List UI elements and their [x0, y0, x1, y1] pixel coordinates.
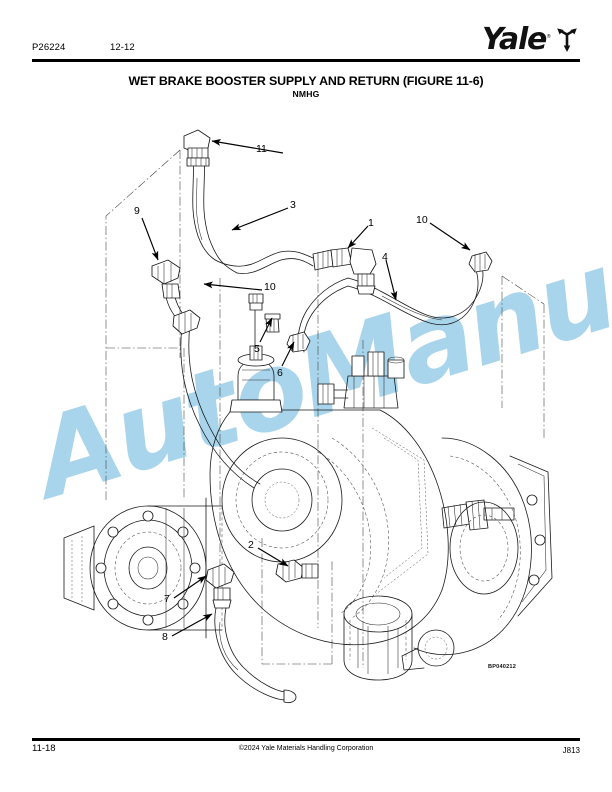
yale-trident-icon [557, 28, 577, 52]
registered-mark-icon: ® [546, 34, 551, 40]
callout-2: 2 [248, 539, 254, 551]
header-divider [32, 59, 580, 62]
callout-9: 9 [134, 205, 140, 217]
yale-logo: Yale® [481, 22, 580, 57]
callout-6: 6 [277, 367, 283, 379]
callout-5: 5 [254, 343, 260, 355]
footer-code: J813 [562, 746, 580, 755]
callout-7: 7 [164, 593, 170, 605]
footer-divider [32, 738, 580, 741]
technical-illustration: .ln{fill:none;stroke:#1a1a1a;stroke-widt… [63, 129, 553, 704]
page-header: P26224 12-12 Yale® [32, 25, 580, 62]
callout-10-left: 10 [264, 281, 276, 293]
document-number: P26224 [32, 42, 66, 53]
brand-wordmark: Yale® [481, 22, 551, 57]
parts-diagram: AutoManual .ln{fill:none;stroke:#1a1a1a;… [13, 108, 612, 720]
document-revision: 12-12 [110, 42, 135, 53]
callout-10-right: 10 [416, 214, 428, 226]
copyright-notice: ©2024 Yale Materials Handling Corporatio… [238, 745, 374, 752]
callout-1: 1 [368, 217, 374, 229]
page-subtitle: NMHG [292, 89, 320, 99]
figure-code: BP040212 [488, 664, 517, 670]
callout-4: 4 [382, 251, 388, 263]
callout-11: 11 [256, 143, 267, 155]
callout-3: 3 [290, 199, 296, 211]
page-number: 11-18 [32, 743, 56, 754]
page-title: WET BRAKE BOOSTER SUPPLY AND RETURN (FIG… [128, 74, 484, 88]
callout-8: 8 [162, 631, 168, 643]
